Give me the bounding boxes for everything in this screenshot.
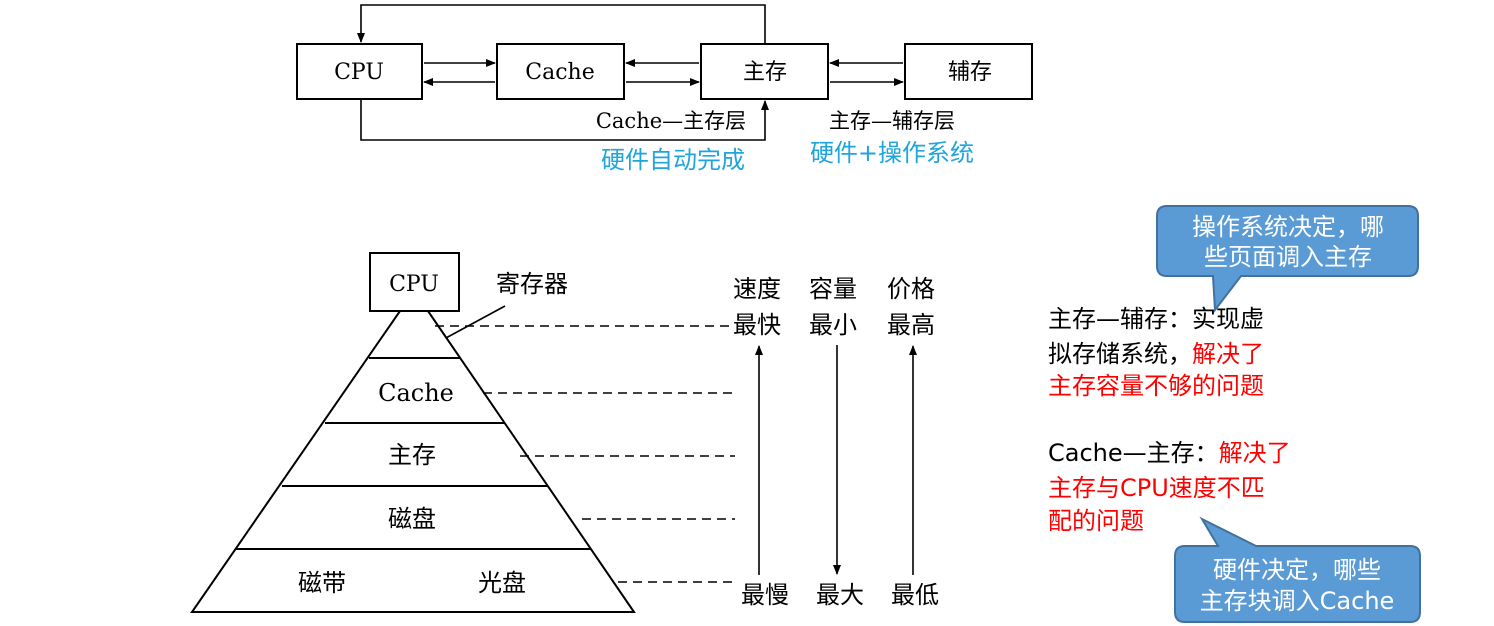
level-optical-label: 光盘 [478, 569, 526, 597]
cache-note-line1: Cache—主存：解决了 [1048, 436, 1291, 471]
aux-note-line2-red: 解决了 [1192, 340, 1264, 368]
level-tape-label: 磁带 [298, 569, 346, 597]
callout-top-shape [1156, 205, 1419, 313]
cpu-box-label: CPU [334, 60, 384, 85]
aux-note-line3: 主存容量不够的问题 [1048, 369, 1264, 404]
pyramid-outline [190, 310, 636, 613]
callout-top-line1: 操作系统决定，哪 [1192, 213, 1384, 241]
pyramid-cpu-label: CPU [389, 272, 439, 297]
cache-note-line1-red: 解决了 [1218, 439, 1291, 467]
cache-note-line2: 主存与CPU速度不匹 [1048, 471, 1265, 506]
callout-os-decides: 操作系统决定，哪 些页面调入主存 [1156, 205, 1419, 313]
register-label: 寄存器 [496, 270, 568, 298]
price-bottom: 最低 [891, 581, 939, 609]
aux-layer-note: 硬件+操作系统 [810, 139, 974, 167]
aux-note-line2: 拟存储系统，解决了 [1048, 337, 1264, 372]
main-to-cpu-loop-arrow [357, 4, 766, 44]
callout-hw-decides: 硬件决定，哪些 主存块调入Cache [1174, 516, 1421, 623]
price-top: 最高 [887, 311, 935, 339]
scale-columns: 速度 最快 最慢 容量 最小 最大 价格 最高 最低 [733, 275, 939, 609]
cache-note-line2-red: 主存与CPU速度不匹 [1048, 474, 1265, 502]
level-disk-label: 磁盘 [388, 505, 436, 533]
speed-header: 速度 [733, 275, 781, 303]
aux-note-line3-red: 主存容量不够的问题 [1048, 372, 1264, 400]
aux-note-line1: 主存—辅存：实现虚 [1048, 302, 1264, 337]
pyramid-cpu-box [369, 252, 460, 312]
cache-box [496, 43, 625, 100]
level-main-memory-label: 主存 [388, 441, 436, 469]
level-cache-label: Cache [378, 379, 454, 407]
cache-note-line3: 配的问题 [1048, 504, 1144, 539]
cpu-to-main-loop-arrow [360, 99, 769, 141]
top-hierarchy-diagram: CPU Cache 主存 辅存 Cache—主存层 主存—辅存层 硬件自动完成 … [296, 4, 1033, 174]
speed-bottom: 最慢 [741, 581, 789, 609]
cache-box-label: Cache [525, 60, 594, 85]
speed-top: 最快 [733, 311, 781, 339]
aux-memory-box-label: 辅存 [948, 60, 992, 85]
cpu-box [296, 43, 423, 100]
cache-note-line1-black: Cache—主存： [1048, 439, 1219, 467]
aux-layer-label: 主存—辅存层 [829, 109, 955, 133]
memory-pyramid: CPU 寄存器 Cache 主存 磁盘 磁带 光盘 [190, 252, 735, 613]
cache-layer-note: 硬件自动完成 [601, 146, 745, 174]
capacity-header: 容量 [809, 275, 857, 303]
capacity-bottom: 最大 [816, 581, 864, 609]
callout-top-line2: 些页面调入主存 [1204, 243, 1372, 271]
main-memory-box-label: 主存 [743, 60, 787, 85]
price-header: 价格 [887, 275, 935, 303]
cache-layer-label: Cache—主存层 [596, 109, 746, 133]
callout-bottom-line1: 硬件决定，哪些 [1213, 556, 1381, 584]
callout-bottom-line2: 主存块调入Cache [1200, 587, 1395, 615]
aux-note-line2-black: 拟存储系统， [1048, 340, 1192, 368]
callout-bottom-shape [1174, 516, 1421, 623]
aux-memory-box [904, 43, 1033, 100]
aux-note-line1-text: 主存—辅存：实现虚 [1048, 305, 1264, 333]
cache-note-line3-red: 配的问题 [1048, 507, 1144, 535]
capacity-top: 最小 [809, 311, 857, 339]
